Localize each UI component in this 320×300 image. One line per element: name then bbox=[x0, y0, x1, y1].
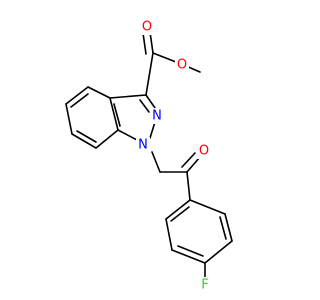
bond-c3a-c7a bbox=[109, 97, 119, 131]
bond-ketone-c-ipso bbox=[186, 171, 191, 201]
bond-c4-c5 bbox=[65, 86, 89, 105]
bond-ipso-ortho1 bbox=[165, 199, 191, 220]
bond-c7a-n1 bbox=[117, 129, 138, 141]
bond-meta2-ortho2-inner bbox=[219, 216, 227, 240]
atom-n1: N bbox=[138, 138, 148, 153]
bond-meta1-para bbox=[171, 249, 206, 264]
bond-ortho1-meta1 bbox=[165, 218, 173, 251]
atom-n2: N bbox=[152, 109, 162, 124]
bond-c6-c7-inner bbox=[76, 130, 97, 143]
bond-c3-c3a bbox=[109, 94, 147, 99]
bond-ester-co-2 bbox=[142, 32, 147, 55]
structure-drawing: O O N N O F bbox=[65, 19, 233, 293]
bond-ketone-co-1 bbox=[186, 156, 201, 173]
atom-labels: O O N N O F bbox=[136, 19, 211, 293]
bond-layer bbox=[65, 31, 233, 279]
bond-c7-c7a bbox=[95, 129, 119, 149]
bond-para-meta2 bbox=[204, 240, 233, 264]
bond-ketone-co-2 bbox=[181, 152, 196, 168]
atom-o-ketone: O bbox=[199, 144, 209, 159]
bond-ester-co-1 bbox=[149, 31, 154, 54]
bond-ipso-ortho1-inner bbox=[170, 206, 190, 222]
bond-c6-c7 bbox=[71, 133, 97, 149]
bond-c3-n2-2 bbox=[139, 99, 150, 113]
bond-c4-c5-inner bbox=[70, 93, 89, 108]
bond-ortho2-ipso bbox=[189, 199, 226, 215]
bond-c3a-c7a-inner bbox=[113, 103, 121, 127]
bond-ester-c3 bbox=[145, 52, 154, 96]
bond-c5-c6 bbox=[65, 103, 73, 135]
bond-c3-n2-1 bbox=[145, 94, 156, 109]
bond-meta2-ortho2 bbox=[224, 213, 233, 242]
bond-n1-ch2 bbox=[151, 151, 161, 173]
bond-o-ester-c bbox=[152, 52, 177, 63]
bond-meta1-para-inner bbox=[177, 245, 204, 257]
bond-c3a-c4 bbox=[87, 86, 111, 99]
bond-n2-n1 bbox=[149, 121, 156, 139]
atom-f: F bbox=[201, 278, 208, 293]
atom-o-ester-carbonyl: O bbox=[142, 20, 152, 35]
atom-o-methoxy: O bbox=[177, 58, 187, 73]
